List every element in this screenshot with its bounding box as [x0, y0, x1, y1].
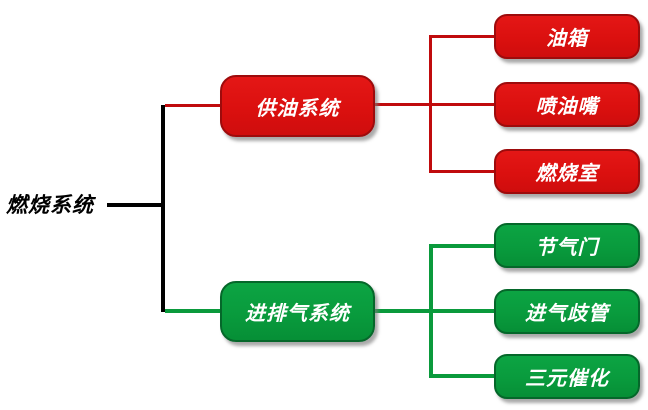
connector-green-branch-out [375, 309, 494, 313]
connector-red-branch-out [375, 103, 494, 106]
node-three-way-catalyst: 三元催化 [494, 354, 640, 399]
connector-green-child1 [433, 244, 494, 248]
node-throttle-valve: 节气门 [494, 223, 640, 268]
node-fuel-supply-system: 供油系统 [220, 75, 375, 137]
connector-green-branch-in [165, 309, 220, 313]
root-node-label: 燃烧系统 [6, 193, 94, 217]
connector-root-horizontal [107, 203, 164, 207]
connector-root-vertical [161, 105, 165, 312]
connector-red-branch-in [165, 104, 220, 107]
connector-red-child1 [432, 35, 494, 38]
connector-green-vertical [429, 244, 433, 378]
node-intake-exhaust-system: 进排气系统 [220, 281, 375, 342]
connector-green-child3 [433, 374, 494, 378]
connector-red-vertical [429, 35, 432, 173]
connector-red-child3 [432, 170, 494, 173]
node-fuel-injector: 喷油嘴 [494, 82, 640, 127]
node-fuel-tank: 油箱 [494, 14, 640, 59]
node-combustion-chamber: 燃烧室 [494, 149, 640, 194]
node-intake-manifold: 进气歧管 [494, 289, 640, 334]
